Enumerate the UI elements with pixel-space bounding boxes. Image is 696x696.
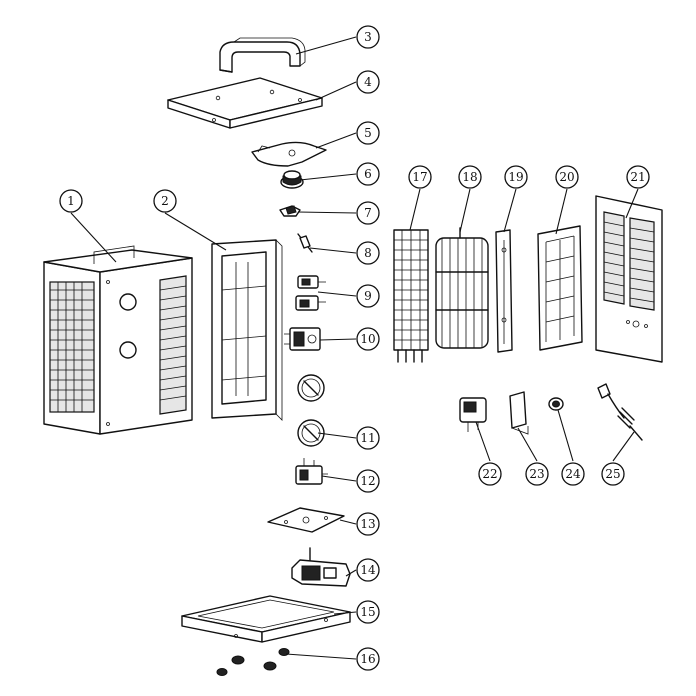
part-13-motor-plate	[267, 507, 345, 533]
part-24-cable-gland	[548, 397, 564, 411]
callout-3-label: 3	[364, 30, 372, 44]
part-11-knobs	[297, 374, 325, 447]
callout-10-label: 10	[360, 332, 375, 346]
callout-8: 8	[356, 241, 380, 265]
callout-22-label: 22	[482, 467, 497, 481]
part-1-housing	[43, 245, 193, 435]
callout-1-label: 1	[67, 194, 75, 208]
callout-22: 22	[478, 462, 502, 486]
callout-18: 18	[458, 165, 482, 189]
callout-17: 17	[408, 165, 432, 189]
callout-19-label: 19	[508, 170, 523, 184]
part-22-tip-switch	[459, 397, 487, 432]
part-4-top-cover	[167, 77, 323, 129]
callout-6: 6	[356, 162, 380, 186]
callout-20-label: 20	[559, 170, 574, 184]
callout-5: 5	[356, 121, 380, 145]
callout-11-label: 11	[360, 431, 375, 445]
callout-4: 4	[356, 70, 380, 94]
callout-3: 3	[356, 25, 380, 49]
callout-2-label: 2	[161, 194, 169, 208]
callout-16-label: 16	[360, 652, 375, 666]
callout-25-label: 25	[605, 467, 620, 481]
part-17-heating-element	[393, 229, 429, 363]
callout-6-label: 6	[364, 167, 372, 181]
callout-13-label: 13	[360, 517, 375, 531]
callout-4-label: 4	[364, 75, 372, 89]
callout-13: 13	[356, 512, 380, 536]
callout-12: 12	[356, 469, 380, 493]
callout-23: 23	[525, 462, 549, 486]
part-10-rotary-switch	[284, 327, 321, 351]
callout-12-label: 12	[360, 474, 375, 488]
callout-2: 2	[153, 189, 177, 213]
part-14-fan-motor	[291, 547, 351, 587]
callout-23-label: 23	[529, 467, 544, 481]
part-15-base-frame	[181, 595, 351, 643]
callout-24-label: 24	[565, 467, 581, 481]
part-21-back-panel	[595, 195, 663, 363]
part-12-switch	[295, 458, 328, 485]
callout-24: 24	[561, 462, 585, 486]
callout-8-label: 8	[364, 246, 372, 260]
callout-10: 10	[356, 327, 380, 351]
part-5-mounting-plate	[251, 141, 327, 167]
part-8-sensor-probe	[297, 233, 313, 253]
callout-7-label: 7	[364, 206, 372, 220]
part-23-bracket-plate	[509, 391, 529, 435]
part-16-rubber-feet	[216, 648, 290, 676]
callout-16: 16	[356, 647, 380, 671]
callout-14-label: 14	[360, 563, 376, 577]
part-7-thermal-fuse	[279, 205, 301, 217]
callout-7: 7	[356, 201, 380, 225]
callout-18-label: 18	[462, 170, 477, 184]
callout-21-label: 21	[630, 170, 645, 184]
callout-25: 25	[601, 462, 625, 486]
callout-9-label: 9	[364, 289, 372, 303]
part-2-inner-frame	[211, 239, 283, 421]
callout-15: 15	[356, 600, 380, 624]
callout-5-label: 5	[364, 126, 372, 140]
callout-19: 19	[504, 165, 528, 189]
part-25-power-cord	[597, 383, 643, 441]
callout-1: 1	[59, 189, 83, 213]
callout-14: 14	[356, 558, 380, 582]
part-9-switches	[295, 275, 326, 311]
callout-9: 9	[356, 284, 380, 308]
part-20-rear-grille	[537, 225, 583, 351]
callout-20: 20	[555, 165, 579, 189]
callout-17-label: 17	[412, 170, 427, 184]
callout-21: 21	[626, 165, 650, 189]
part-6-knob	[280, 170, 304, 189]
callout-15-label: 15	[360, 605, 375, 619]
callout-11: 11	[356, 426, 380, 450]
leader-lines	[70, 36, 639, 660]
part-3-handle	[219, 37, 306, 73]
part-18-fan-wheel	[435, 227, 489, 349]
part-19-bracket	[495, 229, 513, 353]
